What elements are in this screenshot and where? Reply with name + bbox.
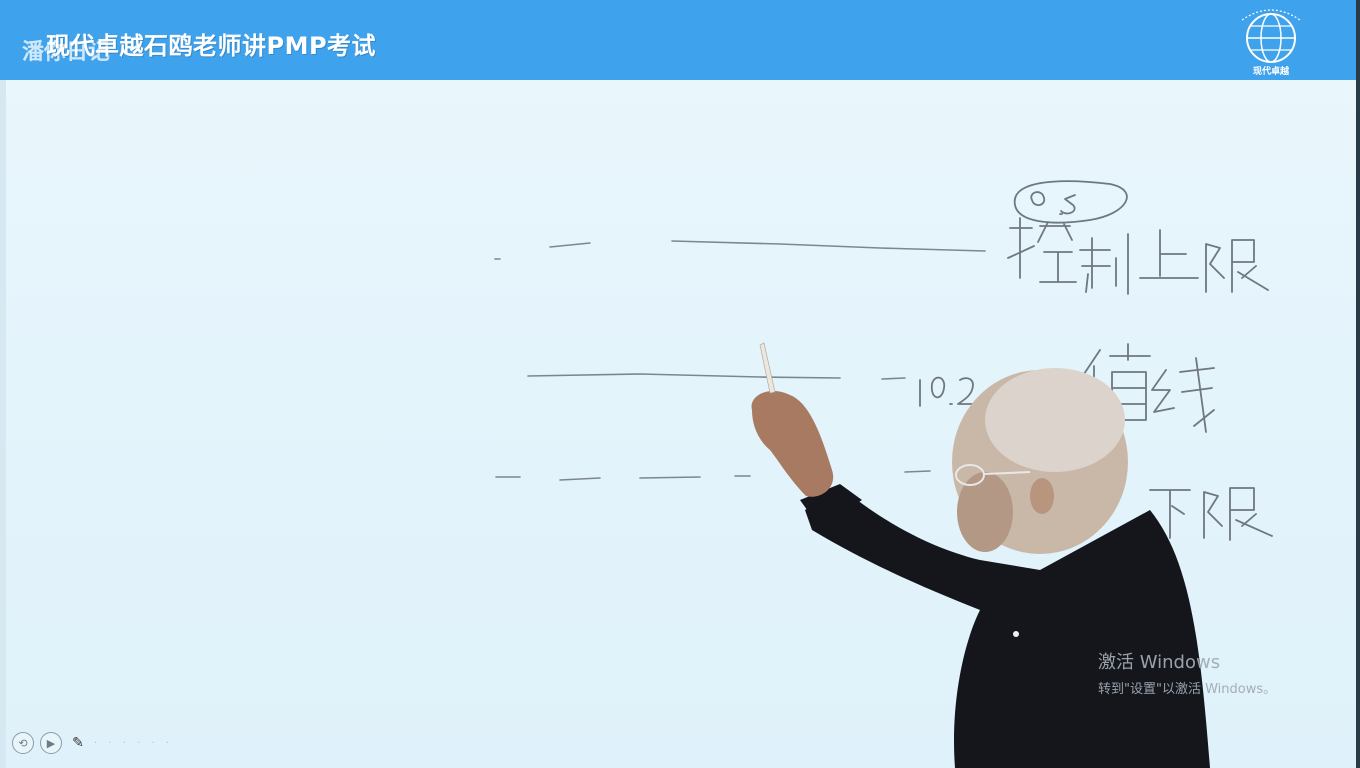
company-logo: 现代卓越	[1232, 6, 1310, 80]
logo-text: 现代卓越	[1252, 67, 1289, 77]
player-controls: ⟲ ▶ ✎ · · · · · ·	[12, 730, 173, 756]
slide-header: 潘你日记 现代卓越石鸥老师讲PMP考试 现代卓越	[0, 0, 1360, 80]
windows-activation-watermark: 激活 Windows 转到"设置"以激活 Windows。	[1098, 648, 1276, 697]
globe-logo-icon	[1241, 9, 1301, 63]
play-icon[interactable]: ▶	[40, 732, 62, 754]
watermark-subtitle: 转到"设置"以激活 Windows。	[1098, 682, 1277, 697]
window-edge	[1356, 0, 1360, 768]
header-ghost-title: 潘你日记	[22, 40, 111, 65]
watermark-title: 激活 Windows	[1098, 652, 1221, 673]
pen-icon[interactable]: ✎	[72, 735, 84, 751]
page-indicator: · · · · · ·	[94, 737, 173, 749]
header-title: 现代卓越石鸥老师讲PMP考试	[46, 32, 377, 60]
rewind-icon[interactable]: ⟲	[12, 732, 34, 754]
board-edge	[0, 80, 6, 768]
